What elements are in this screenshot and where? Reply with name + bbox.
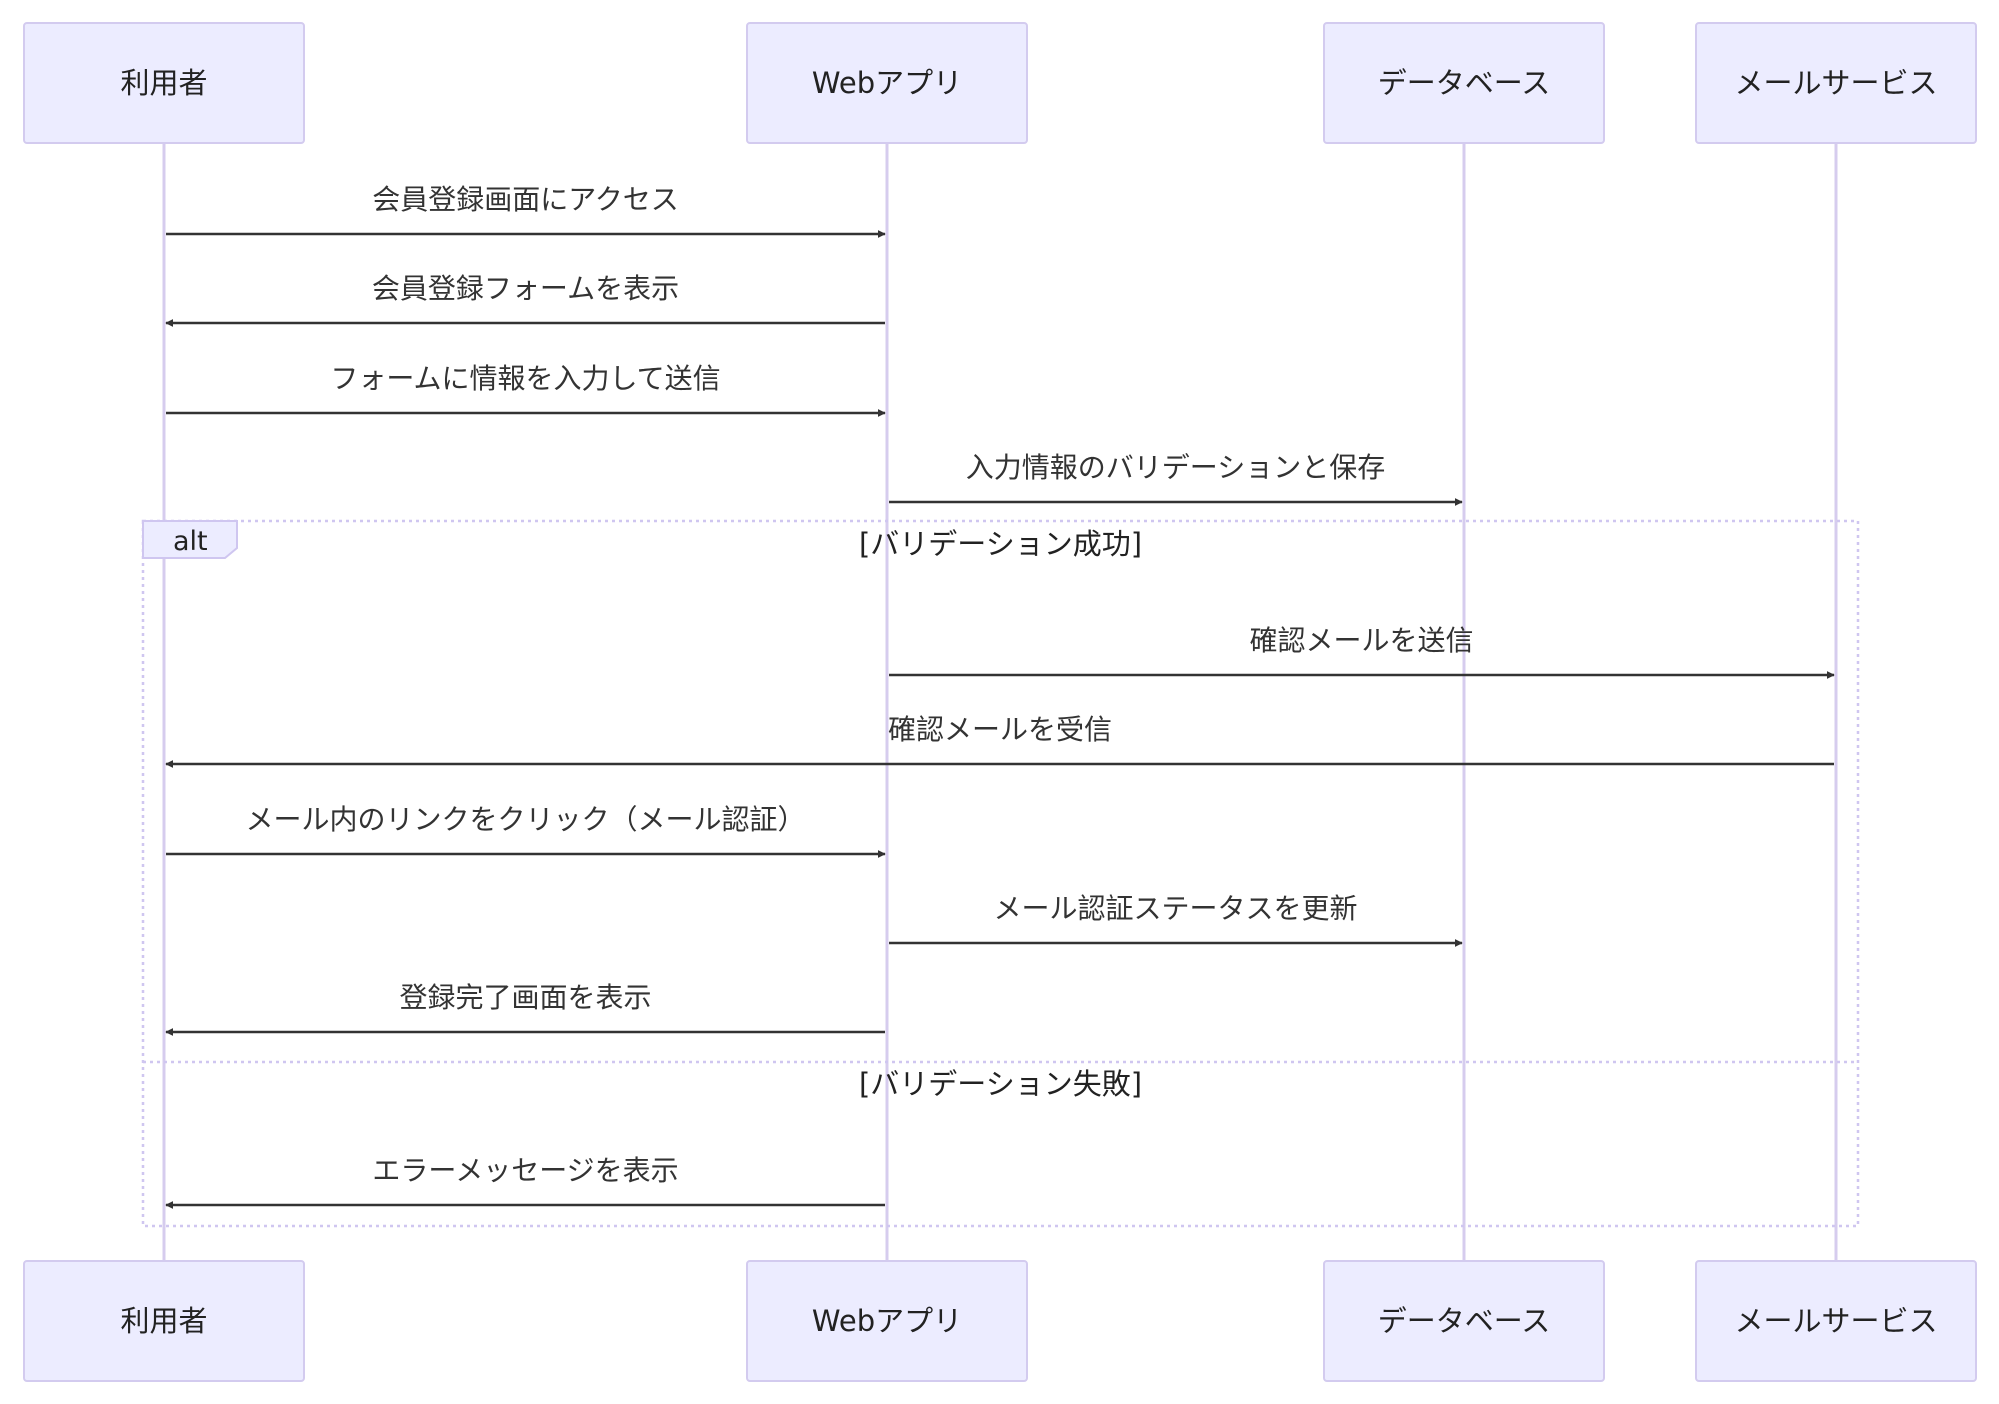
message-arrow: フォームに情報を入力して送信	[166, 362, 886, 417]
actor-label: 利用者	[120, 66, 207, 100]
alt-condition-1: [バリデーション成功]	[859, 527, 1142, 561]
actor-label: Webアプリ	[812, 66, 962, 100]
message-arrow: メール認証ステータスを更新	[889, 892, 1463, 947]
alt-frame-label: alt	[173, 526, 208, 557]
actor-mail-bottom: メールサービス	[1695, 1260, 1977, 1382]
alt-condition-2: [バリデーション失敗]	[859, 1067, 1142, 1101]
actor-db-top: データベース	[1323, 22, 1605, 144]
message-label: エラーメッセージを表示	[372, 1154, 678, 1187]
actor-label: メールサービス	[1734, 1304, 1937, 1338]
message-label: 確認メールを受信	[888, 713, 1112, 746]
alt-frame: alt [バリデーション成功] [バリデーション失敗]	[141, 519, 1860, 1228]
actor-box	[23, 1260, 305, 1382]
actor-db-bottom: データベース	[1323, 1260, 1605, 1382]
message-label: メール認証ステータスを更新	[993, 892, 1357, 925]
actor-box	[1323, 1260, 1605, 1382]
actor-label: メールサービス	[1734, 66, 1937, 100]
actor-box	[1695, 1260, 1977, 1382]
message-arrow: 登録完了画面を表示	[165, 981, 885, 1036]
actor-label: 利用者	[120, 1304, 207, 1338]
message-label: 確認メールを送信	[1249, 624, 1473, 657]
alt-frame-border	[141, 519, 1860, 1228]
actor-label: データベース	[1378, 66, 1551, 100]
actor-user-bottom: 利用者	[23, 1260, 305, 1382]
actor-box	[746, 22, 1028, 144]
message-arrow: 確認メールを送信	[889, 624, 1835, 679]
message-arrow: 会員登録フォームを表示	[165, 272, 885, 327]
message-label: フォームに情報を入力して送信	[330, 362, 720, 395]
message-label: 登録完了画面を表示	[399, 981, 651, 1014]
actor-box	[23, 22, 305, 144]
actor-web-top: Webアプリ	[746, 22, 1028, 144]
message-arrow: 会員登録画面にアクセス	[166, 183, 886, 238]
message-label: 入力情報のバリデーションと保存	[966, 451, 1385, 484]
alt-frame-tab	[142, 520, 238, 559]
actor-web-bottom: Webアプリ	[746, 1260, 1028, 1382]
message-label: 会員登録フォームを表示	[372, 272, 679, 305]
actor-box	[1323, 22, 1605, 144]
actor-label: Webアプリ	[812, 1304, 962, 1338]
message-arrow: エラーメッセージを表示	[165, 1154, 885, 1209]
message-label: 会員登録画面にアクセス	[372, 183, 679, 216]
actor-label: データベース	[1378, 1304, 1551, 1338]
message-arrow: 確認メールを受信	[165, 713, 1834, 768]
message-arrow: 入力情報のバリデーションと保存	[889, 451, 1463, 506]
actor-user-top: 利用者	[23, 22, 305, 144]
message-arrow: メール内のリンクをクリック（メール認証）	[166, 803, 886, 858]
actor-box	[1695, 22, 1977, 144]
message-label: メール内のリンクをクリック（メール認証）	[245, 803, 805, 836]
actor-box	[746, 1260, 1028, 1382]
actor-mail-top: メールサービス	[1695, 22, 1977, 144]
